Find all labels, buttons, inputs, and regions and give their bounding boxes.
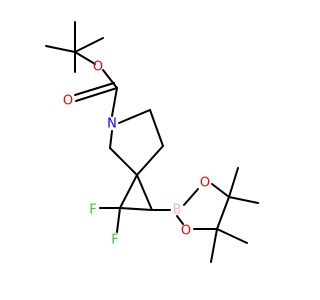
bond-tbu-methyl-left	[45, 45, 76, 53]
bond-cb-spiro	[136, 174, 153, 211]
bond-methyl-top-up	[228, 167, 239, 198]
bond-c3-c2	[136, 145, 164, 176]
atom-f-2: F	[111, 233, 118, 248]
atom-b-boron: B	[173, 203, 182, 218]
atom-o-boronate-top: O	[200, 176, 210, 191]
bond-methyl-bottom-down	[210, 228, 218, 263]
bond-tbu-methyl-right	[74, 37, 104, 53]
bond-methyl-top-right	[228, 196, 259, 204]
bond-c-c-pinacol	[216, 196, 230, 230]
atom-f-1: F	[89, 203, 96, 218]
molecule-structure: O O N F F B O O	[45, 21, 259, 263]
bond-methyl-bottom-right	[216, 228, 248, 244]
bond-n-c4	[118, 109, 151, 124]
atom-o-boronate-bottom: O	[181, 224, 191, 239]
bond-c-f2	[116, 207, 121, 233]
atom-o-ester: O	[93, 60, 103, 75]
bond-tbu-o	[74, 51, 96, 65]
structure-canvas: O O N F F B O O	[45, 21, 259, 263]
bond-cf2-cb	[119, 207, 153, 211]
bond-c2-c1	[109, 147, 138, 176]
bond-carbonyl-n	[111, 87, 118, 117]
bond-o-top-c	[211, 183, 230, 198]
bond-c1-n	[109, 130, 113, 149]
bond-carbonyl-double-1	[75, 87, 118, 102]
bond-carbonyl-double-2	[74, 82, 115, 96]
bond-o-bottom-b	[176, 215, 184, 225]
bond-b-o-top	[183, 188, 199, 206]
bond-o-carbonyl-carbon	[102, 69, 118, 89]
atom-o-carbonyl: O	[63, 94, 73, 109]
bond-spiro-cf2	[119, 174, 138, 209]
atom-n-ring: N	[107, 117, 117, 132]
bond-c4-c3	[149, 109, 164, 147]
